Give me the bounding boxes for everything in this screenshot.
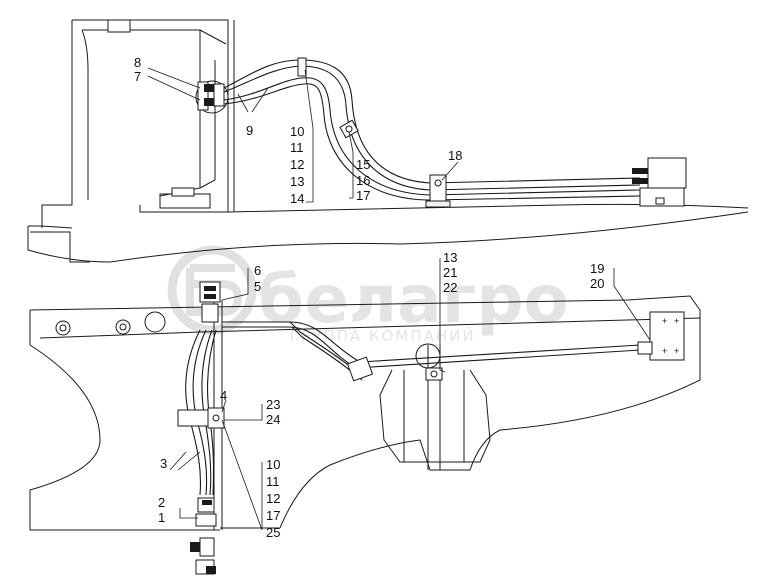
top-hoses bbox=[223, 59, 641, 201]
callout-12: 12 bbox=[290, 157, 304, 172]
bottom-view: + + + + 6 5 13 21 22 19 20 4 23 24 3 10 bbox=[29, 250, 701, 575]
valve-block-right bbox=[632, 157, 687, 207]
svg-text:+: + bbox=[662, 346, 667, 356]
callout-14: 14 bbox=[290, 191, 304, 206]
svg-text:+: + bbox=[674, 316, 679, 326]
valve-bracket-19-20: + + + + bbox=[637, 311, 685, 361]
clamp-13-21-22 bbox=[425, 367, 443, 381]
fitting-block-7-8 bbox=[195, 80, 229, 114]
callout-22: 22 bbox=[443, 280, 457, 295]
callout-17: 17 bbox=[356, 188, 370, 203]
callout-9: 9 bbox=[246, 123, 253, 138]
top-view: 8 7 9 10 11 12 13 14 15 16 17 18 bbox=[27, 19, 749, 263]
svg-text:+: + bbox=[662, 316, 667, 326]
callout-15: 15 bbox=[356, 157, 370, 172]
callout-23: 23 bbox=[266, 397, 280, 412]
callout-2: 2 bbox=[158, 495, 165, 510]
watermark-brand: белагро bbox=[258, 261, 569, 338]
callout-16: 16 bbox=[356, 173, 370, 188]
fitting-1-2 bbox=[190, 497, 217, 575]
tank-housing bbox=[27, 19, 235, 263]
callout-13: 13 bbox=[290, 174, 304, 189]
hose-clamp-top bbox=[297, 57, 307, 77]
callout-25: 25 bbox=[266, 525, 280, 540]
axle-housing bbox=[379, 343, 491, 470]
callout-5: 5 bbox=[254, 279, 261, 294]
elbow-fitting bbox=[346, 356, 374, 382]
clamp-18 bbox=[425, 174, 451, 208]
callout-17b: 17 bbox=[266, 508, 280, 523]
callout-11: 11 bbox=[290, 140, 304, 155]
callout-7: 7 bbox=[134, 69, 141, 84]
bottom-leader-lines bbox=[169, 258, 651, 531]
callout-10: 10 bbox=[290, 124, 304, 139]
callout-1: 1 bbox=[158, 510, 165, 525]
callout-11b: 11 bbox=[266, 474, 280, 489]
watermark: белагро ГРУППА КОМПАНИЙ bbox=[167, 245, 569, 345]
callout-3: 3 bbox=[160, 456, 167, 471]
top-leader-lines bbox=[147, 67, 459, 203]
frame-rail bbox=[29, 295, 701, 531]
callout-10b: 10 bbox=[266, 457, 280, 472]
watermark-subtitle: ГРУППА КОМПАНИЙ bbox=[290, 326, 476, 345]
callout-19: 19 bbox=[590, 261, 604, 276]
callout-8: 8 bbox=[134, 55, 141, 70]
clamp-4 bbox=[177, 407, 225, 429]
callout-6: 6 bbox=[254, 263, 261, 278]
callout-20: 20 bbox=[590, 276, 604, 291]
svg-text:+: + bbox=[674, 346, 679, 356]
callout-21: 21 bbox=[443, 265, 457, 280]
top-frame-lower-line bbox=[109, 211, 749, 263]
callout-12b: 12 bbox=[266, 491, 280, 506]
callout-18: 18 bbox=[448, 148, 462, 163]
callout-24: 24 bbox=[266, 412, 280, 427]
callout-13b: 13 bbox=[443, 250, 457, 265]
callout-4: 4 bbox=[220, 388, 227, 403]
fitting-5-6 bbox=[199, 281, 221, 323]
